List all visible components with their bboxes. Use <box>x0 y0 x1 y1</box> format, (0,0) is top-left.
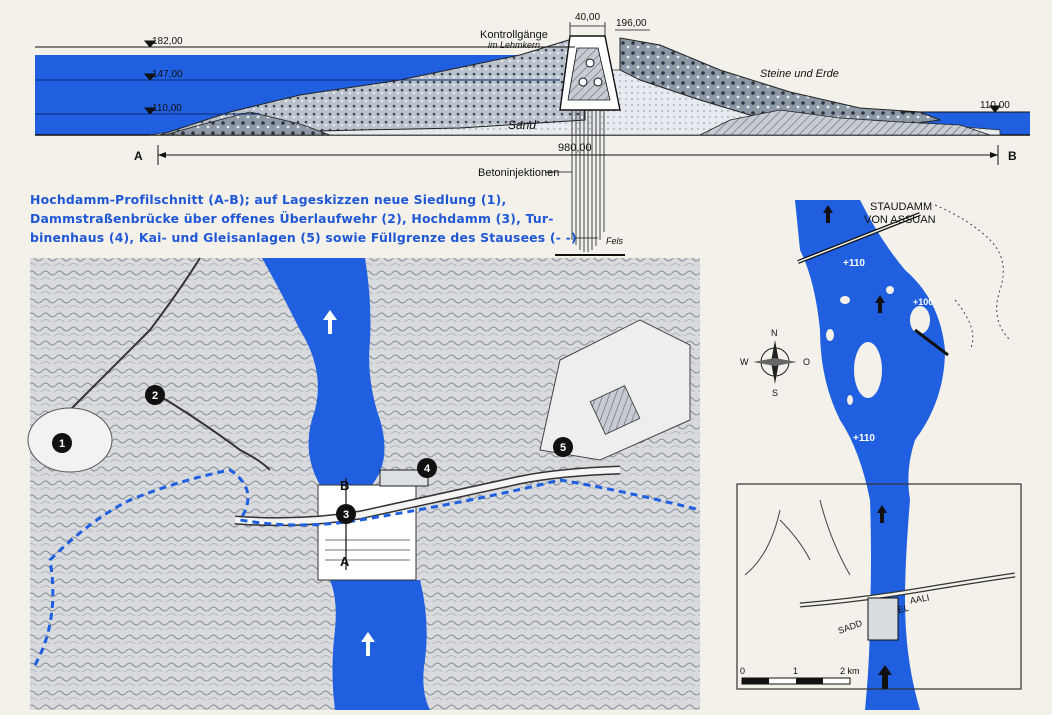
stones-earth-label: Steine und Erde <box>760 68 839 80</box>
map-river <box>795 200 945 710</box>
length-label: 980,00 <box>558 142 592 154</box>
injections-label: Betoninjektionen <box>478 167 559 179</box>
marker-5: 5 <box>553 437 573 457</box>
compass-n: N <box>771 328 778 338</box>
compass-s: S <box>772 388 778 398</box>
map-elev-1: +110 <box>843 258 865 269</box>
control-gallery-sub-label: im Lehmkern <box>488 40 540 50</box>
point-b-label: B <box>1008 149 1017 163</box>
compass-w: W <box>740 357 749 367</box>
map-elev-3: +110 <box>853 433 875 444</box>
sketch-river-lower <box>330 580 430 710</box>
downstream-toe <box>699 109 991 136</box>
gallery-right <box>593 77 603 87</box>
marker-4: 4 <box>417 458 437 478</box>
svg-text:3: 3 <box>343 509 349 521</box>
fill-limit-line <box>33 468 701 666</box>
compass-o: O <box>803 357 810 367</box>
scale-0: 0 <box>740 666 745 676</box>
sketch-section-a: A <box>340 554 350 569</box>
road-upper-left <box>69 257 271 471</box>
dam-name-el: EL <box>897 603 910 615</box>
svg-text:1: 1 <box>59 438 65 450</box>
flow-arrow-lower <box>361 632 375 656</box>
level-147-label: 147,00 <box>152 69 183 80</box>
water-level-marks <box>35 40 1030 115</box>
map-arrow-1 <box>823 205 833 223</box>
level-110-left-label: 110,00 <box>152 103 182 114</box>
level-110-right-label: 110,00 <box>980 100 1010 111</box>
injection-curtain <box>571 110 605 252</box>
map-arrow-3 <box>877 505 887 523</box>
caption-line-3: binenhaus (4), Kai- und Gleisanlagen (5)… <box>30 230 577 245</box>
upstream-toe <box>164 111 331 136</box>
svg-text:5: 5 <box>560 442 566 454</box>
point-a-label: A <box>134 149 143 163</box>
dam-profile-section: 182,00 147,00 110,00 110,00 40,00 196,00… <box>35 12 1030 264</box>
svg-text:4: 4 <box>424 463 431 475</box>
figure-caption: Hochdamm-Profilschnitt (A-B); auf Lagesk… <box>30 190 577 247</box>
map-new-dam <box>867 597 899 641</box>
perspective-sketch: B A 1 2 3 4 5 <box>27 257 701 710</box>
svg-text:2: 2 <box>152 390 158 402</box>
scale-1: 1 <box>793 666 798 676</box>
sand-label: Sand <box>508 118 536 132</box>
map-arrow-4 <box>878 665 892 689</box>
flow-arrow-upper <box>323 310 337 334</box>
marker-3: 3 <box>336 504 356 524</box>
map-elev-2: +100 <box>913 297 933 307</box>
marker-2: 2 <box>145 385 165 405</box>
map-dotted-outline <box>934 204 1011 351</box>
control-gallery-label: Kontrollgänge <box>480 29 548 41</box>
sketch-spillway <box>317 484 417 581</box>
scale-2: 2 km <box>840 666 860 676</box>
rock-label: Fels <box>606 236 624 246</box>
crest-level-label: 196,00 <box>616 18 647 29</box>
gallery-top <box>585 58 595 68</box>
crest-width-label: 40,00 <box>575 12 600 23</box>
level-182-label: 182,00 <box>152 36 183 47</box>
scale-bar <box>741 677 851 685</box>
map-arrow-2 <box>875 295 885 313</box>
map-title-line2: VON ASSUAN <box>864 214 936 226</box>
sketch-river-upper <box>262 258 385 485</box>
map-inset-frame <box>736 483 1022 690</box>
caption-line-1: Hochdamm-Profilschnitt (A-B); auf Lagesk… <box>30 192 507 207</box>
sketch-section-b: B <box>340 478 349 493</box>
caption-line-2: Dammstraßenbrücke über offenes Überlaufw… <box>30 211 554 226</box>
dam-name-aali: AALI <box>909 592 930 605</box>
compass-rose <box>753 340 797 384</box>
gallery-left <box>578 77 588 87</box>
core-inner <box>567 47 611 101</box>
marker-1: 1 <box>52 433 72 453</box>
location-map: N S W O STAUDAMM VON ASSUAN +110 +100 +1… <box>736 200 1022 710</box>
dam-name-sadd: SADD <box>837 618 864 636</box>
map-title-line1: STAUDAMM <box>870 201 932 213</box>
map-islands <box>826 286 930 405</box>
turbine-house <box>379 469 429 487</box>
